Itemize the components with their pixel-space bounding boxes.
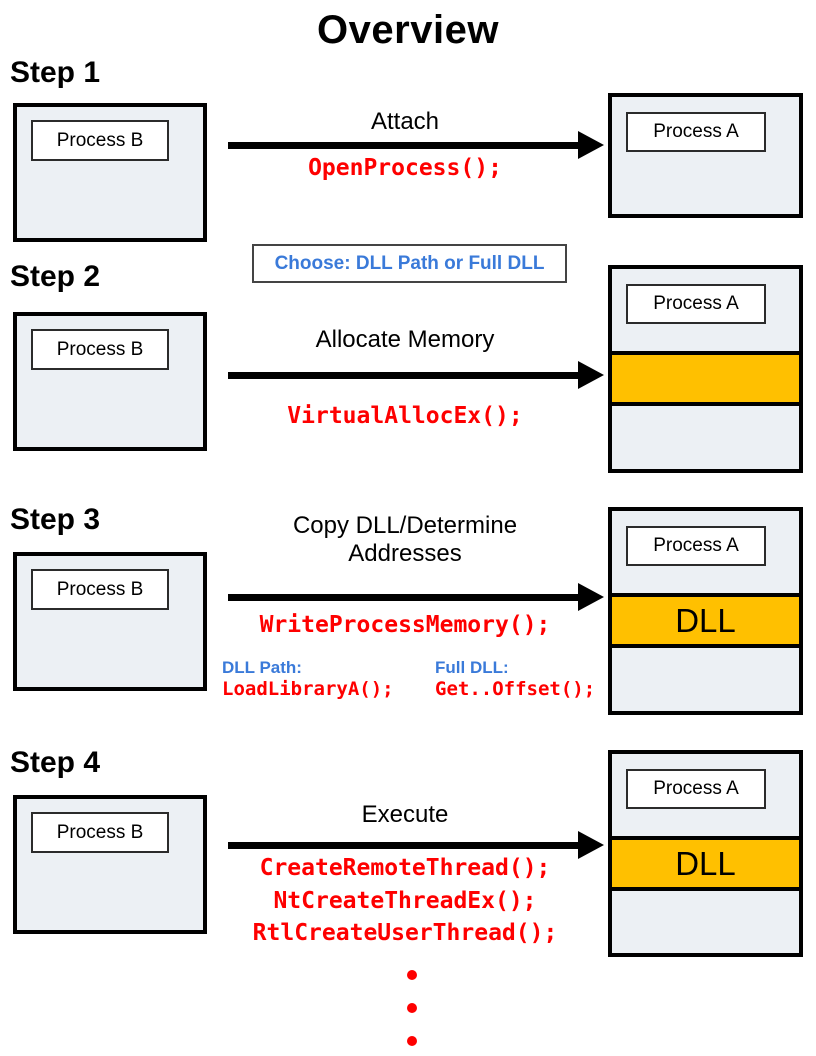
- step-3-arrow-line: [228, 594, 580, 601]
- step-2-action: Allocate Memory: [315, 326, 495, 353]
- process-b-label: Process B: [56, 338, 144, 360]
- step-1-api: OpenProcess();: [308, 155, 502, 181]
- step-1-label: Step 1: [10, 56, 101, 89]
- step-2-source-process-box: Process B: [13, 312, 207, 451]
- full-dll-option: Full DLL: Get..Offset();: [435, 658, 595, 700]
- process-a-label: Process A: [653, 778, 739, 799]
- step-4-api-1: CreateRemoteThread();: [259, 855, 551, 881]
- process-b-label: Process B: [56, 129, 144, 151]
- page-title: Overview: [317, 8, 499, 52]
- dll-path-option-api: LoadLibraryA();: [222, 678, 394, 700]
- step-2-target-process-box: Process A: [608, 265, 803, 473]
- process-a-memory-bottom: [612, 406, 799, 469]
- step-3-label: Step 3: [10, 503, 101, 536]
- choose-note-text: Choose: DLL Path or Full DLL: [274, 252, 545, 274]
- step-4-api-2: NtCreateThreadEx();: [273, 888, 537, 914]
- allocated-memory-segment: [612, 351, 799, 406]
- process-a-memory-top: Process A: [612, 511, 799, 593]
- process-b-label: Process B: [56, 821, 144, 843]
- dll-path-option-label: DLL Path:: [222, 658, 302, 677]
- process-b-label-box: Process B: [31, 120, 169, 161]
- ellipsis-dot-icon: [407, 1003, 417, 1013]
- process-a-label: Process A: [653, 535, 739, 556]
- step-3-action-wrap: Copy DLL/Determine Addresses: [210, 512, 600, 567]
- process-a-label: Process A: [653, 121, 739, 142]
- step-2-arrow-head-icon: [578, 361, 604, 389]
- full-dll-option-api: Get..Offset();: [435, 678, 596, 700]
- dll-memory-segment: DLL: [612, 593, 799, 648]
- process-a-memory-top: Process A: [612, 269, 799, 351]
- process-a-label-box: Process A: [626, 112, 766, 152]
- step-1-target-process-box: Process A: [608, 93, 803, 218]
- process-a-memory-top: Process A: [612, 754, 799, 836]
- step-1-action: Attach: [370, 108, 440, 135]
- ellipsis-dot-icon: [407, 970, 417, 980]
- dll-memory-segment: DLL: [612, 836, 799, 891]
- process-a-memory-bottom: [612, 648, 799, 711]
- dll-path-option: DLL Path: LoadLibraryA();: [222, 658, 394, 700]
- process-a-label-box: Process A: [626, 769, 766, 809]
- step-4-api-3: RtlCreateUserThread();: [252, 920, 558, 946]
- process-a-label-box: Process A: [626, 526, 766, 566]
- step-1-arrow-line: [228, 142, 580, 149]
- step-4-arrow-head-icon: [578, 831, 604, 859]
- step-2-api: VirtualAllocEx();: [287, 403, 523, 429]
- ellipsis-dot-icon: [407, 1036, 417, 1046]
- step-1-arrow-head-icon: [578, 131, 604, 159]
- step-3-action: Copy DLL/Determine Addresses: [292, 512, 518, 567]
- step-2-arrow-line: [228, 372, 580, 379]
- process-b-label-box: Process B: [31, 329, 169, 370]
- process-b-label-box: Process B: [31, 812, 169, 853]
- process-a-label-box: Process A: [626, 284, 766, 324]
- step-4-label: Step 4: [10, 746, 101, 779]
- choose-note-box: Choose: DLL Path or Full DLL: [252, 244, 567, 283]
- step-4-source-process-box: Process B: [13, 795, 207, 934]
- process-b-label: Process B: [56, 578, 144, 600]
- memory-segment-label: DLL: [675, 844, 736, 882]
- step-2-label: Step 2: [10, 260, 101, 293]
- process-a-memory-bottom: [612, 891, 799, 953]
- memory-segment-label: DLL: [675, 601, 736, 639]
- process-b-label-box: Process B: [31, 569, 169, 610]
- step-3-target-process-box: Process A DLL: [608, 507, 803, 715]
- step-3-arrow-head-icon: [578, 583, 604, 611]
- step-4-arrow-line: [228, 842, 580, 849]
- full-dll-option-label: Full DLL:: [435, 658, 509, 677]
- step-1-source-process-box: Process B: [13, 103, 207, 242]
- process-a-label: Process A: [653, 293, 739, 314]
- step-4-action: Execute: [361, 801, 449, 828]
- step-3-source-process-box: Process B: [13, 552, 207, 691]
- step-4-target-process-box: Process A DLL: [608, 750, 803, 957]
- step-3-api: WriteProcessMemory();: [259, 612, 551, 638]
